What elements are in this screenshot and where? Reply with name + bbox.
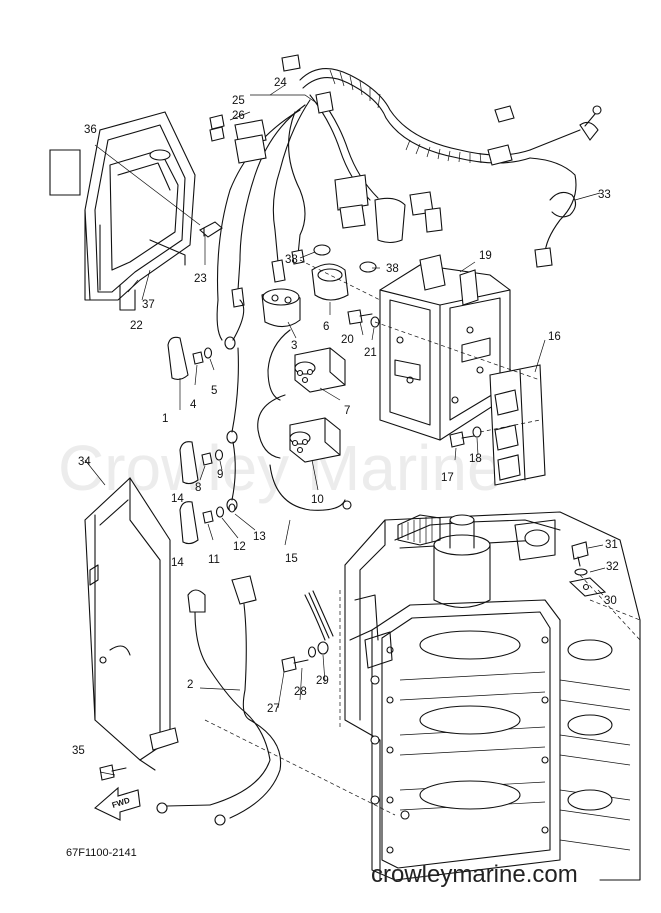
part-23-clip [199,221,223,238]
callout-14-lower: 14 [171,557,184,569]
callout-18: 18 [469,453,482,465]
leader-lines [84,84,641,816]
wire-ring-terminals [216,299,245,512]
callout-25: 25 [232,95,245,107]
callout-13: 13 [253,531,266,543]
callout-14-upper: 14 [171,493,184,505]
callout-21: 21 [364,347,377,359]
callout-38-right: 38 [386,263,399,275]
callout-9: 9 [217,469,223,481]
callout-4: 4 [190,399,197,411]
callout-37: 37 [142,299,155,311]
callout-32: 32 [606,561,619,573]
callout-7: 7 [344,405,350,417]
part-13-washer [228,503,236,513]
part-18-washer [472,426,482,438]
callout-38-left: 38 [285,254,298,266]
callout-numbers: 1 2 3 4 5 6 7 8 9 10 11 12 13 14 14 15 1… [72,77,619,757]
part-11-nut [202,510,214,524]
callout-28: 28 [294,686,307,698]
part-38-rings [313,244,377,273]
engine-block [344,511,641,881]
part-4-nut [192,351,204,365]
part-8-nut [201,452,213,466]
part-29-wire [304,590,334,655]
box-cover-assembly [49,111,196,311]
part-7-relay [294,347,346,393]
callout-29: 29 [316,675,329,687]
callout-10: 10 [311,494,324,506]
part-19-bracket [379,254,511,441]
part-30-plate [568,577,607,597]
callout-36: 36 [84,124,97,136]
callout-34: 34 [78,456,91,468]
callout-35: 35 [72,745,85,757]
website-watermark: crowleymarine.com [371,861,578,888]
part-32-washer [574,568,588,576]
fwd-arrow: FWD [94,786,141,821]
part-31-bolt [571,541,589,567]
callout-26: 26 [232,110,245,122]
part-6-holder [311,263,349,301]
part-14-cap-upper [179,441,199,485]
callout-8: 8 [195,482,201,494]
callout-15: 15 [285,553,298,565]
callout-33: 33 [598,189,611,201]
part-34-box [84,477,179,771]
part-9-washer [214,449,224,461]
part-1-cap [167,336,189,381]
part-27-bolt [281,656,309,673]
callout-30: 30 [604,595,617,607]
drawing-code: 67F1100-2141 [66,847,137,859]
part-12-washer [215,506,225,518]
callout-6: 6 [323,321,329,333]
callout-12: 12 [233,541,246,553]
callout-23: 23 [194,273,207,285]
callout-5: 5 [211,385,217,397]
part-5-washer [203,347,213,359]
part-28-washer [307,646,317,658]
callout-11: 11 [208,554,220,566]
part-16-bracket [489,364,546,486]
callout-16: 16 [548,331,561,343]
callout-31: 31 [605,539,618,551]
callout-3: 3 [291,340,297,352]
part-17-screw [449,431,475,448]
wire-harness [209,54,602,308]
callout-1: 1 [162,413,168,425]
part-10-relay [289,417,341,463]
part-14-cap-lower [179,501,199,545]
callout-2: 2 [187,679,193,691]
part-35-bolt [99,764,127,781]
part-20-screw [347,309,373,325]
callout-20: 20 [341,334,354,346]
relay-wires [257,329,352,511]
callout-27: 27 [267,703,280,715]
callout-24: 24 [274,77,287,89]
part-2-cable [156,575,282,826]
callout-17: 17 [441,472,454,484]
part-3-relay [261,288,301,328]
callout-19: 19 [479,250,492,262]
callout-22: 22 [130,320,143,332]
part-33-clip [549,191,577,218]
